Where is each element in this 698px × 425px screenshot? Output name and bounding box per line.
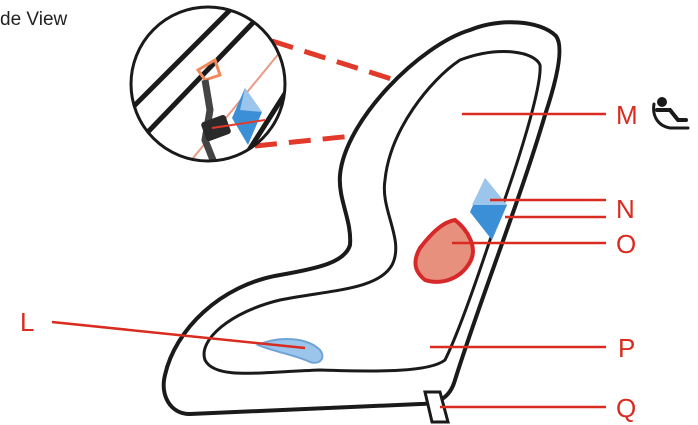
callout-label-n: N — [616, 194, 635, 224]
callout-label-p: P — [618, 333, 635, 363]
isofix-seat-icon — [654, 97, 688, 128]
callout-label-l: L — [20, 307, 34, 337]
callout-label-q: Q — [616, 393, 636, 423]
callout-label-o: O — [616, 229, 636, 259]
view-title: de View — [0, 9, 68, 30]
callout-label-m: M — [616, 100, 638, 130]
magnified-detail — [130, 0, 300, 180]
